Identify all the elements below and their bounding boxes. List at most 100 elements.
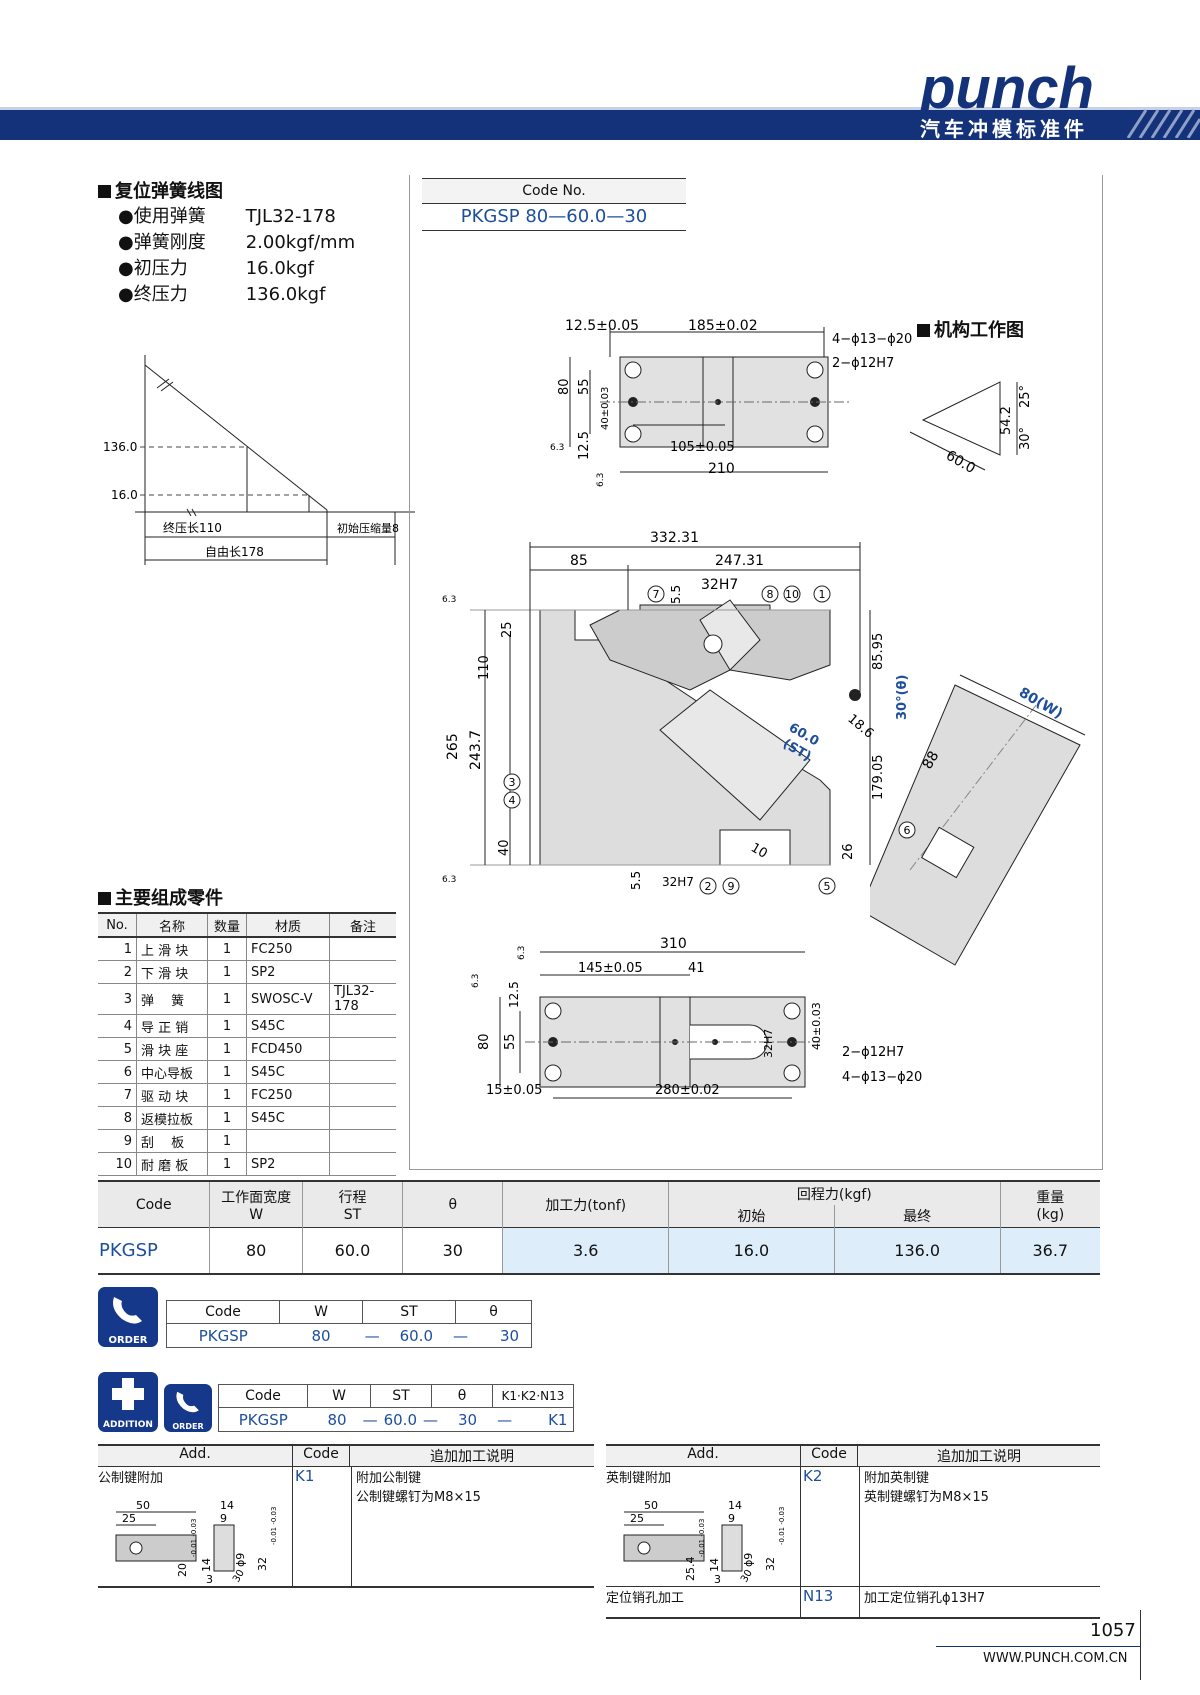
add-values: 80—60.0—30—K1 [327,1410,568,1429]
add-h-code: Code [218,1384,308,1408]
dim-243-7: 243.7 [468,730,484,770]
dim-10: 10 [748,840,770,861]
table-cell: S45C [246,1060,330,1084]
dim-15-bv: 15±0.05 [486,1083,542,1098]
table-cell: 3 [98,983,137,1015]
spring-section-title: 复位弹簧线图 [98,177,223,203]
dim-12-5-bv: 12.5 [507,981,521,1008]
add-right-h-add: Add. [606,1446,801,1466]
order-h-theta: θ [489,1304,498,1320]
k2-dim-14v: 14 [708,1558,721,1572]
dim-145: 145±0.05 [578,961,643,976]
dim-54-2: 54.2 [999,406,1014,435]
roughness-bottom: 6.3 [517,946,527,960]
addition-table: Code W ST θ K1·K2·N13 PKGSP 80—60.0—30—K… [218,1384,574,1432]
add-left-h-code: Code [293,1446,350,1466]
table-cell: 滑 块 座 [136,1037,208,1061]
mechanism-title: 机构工作图 [917,316,1024,342]
table-cell: 下 滑 块 [136,960,208,984]
col-material: 材质 [246,912,330,938]
k1-dim-50: 50 [136,1499,150,1512]
dim-25deg: 25° [1018,385,1033,408]
dim-247: 247.31 [715,553,764,569]
table-cell [329,1152,396,1176]
spec-force: 3.6 [502,1227,670,1274]
table-cell: 1 [207,1014,247,1038]
dim-55-bv: 55 [503,1033,518,1050]
table-cell: 驱 动 块 [136,1083,208,1107]
add-right-h-code: Code [801,1446,858,1466]
angle-diagram: 60.0 54.2 25° 30° [909,381,1033,477]
table-cell: 导 正 销 [136,1014,208,1038]
bottom-view-drawing: 310 145±0.05 41 6.3 12.5 80 55 32H7 40±0… [471,936,922,1099]
table-cell: 1 [207,960,247,984]
top-view-drawing: 12.5±0.05 185±0.02 4−ϕ13−ϕ20 2−ϕ12H7 80 … [550,318,912,487]
dim-32h7: 32H7 [701,577,738,593]
roughness-mark-2: 6.3 [596,473,606,487]
table-cell: S45C [246,1014,330,1038]
dim-80: 80 [557,378,572,395]
spec-h-return: 回程力(kgf) [668,1181,1001,1205]
add-extra-code: N13 [801,1587,860,1617]
balloon-5: 5 [824,880,831,893]
table-cell: 8 [98,1106,137,1130]
table-cell: 刮 板 [136,1129,208,1153]
balloon-1: 1 [819,588,826,601]
table-cell: 9 [98,1129,137,1153]
k1-dim-14: 14 [220,1499,234,1512]
y-label-136: 136.0 [103,440,137,454]
table-cell [246,1129,330,1153]
order-values: 80—60.0—30 [311,1326,520,1345]
k1-dim-14v: 14 [200,1558,213,1572]
roughness-front: 6.3 [442,595,456,605]
parts-section-title: 主要组成零件 [98,884,223,910]
table-cell: FCD450 [246,1037,330,1061]
table-cell: 1 [207,1152,247,1176]
dim-12-5: 12.5±0.05 [565,318,639,334]
dim-265: 265 [445,733,461,760]
initial-compression-label: 初始压缩量8 [337,521,399,535]
table-cell: 4 [98,1014,137,1038]
add-left-h-desc: 追加加工说明 [430,1449,514,1465]
dim-80-bv: 80 [477,1033,492,1050]
table-cell: 5 [98,1037,137,1061]
footer-url[interactable]: WWW.PUNCH.COM.CN [983,1651,1128,1666]
add-right-code: K2 [801,1467,860,1586]
dim-210: 210 [708,461,735,477]
dim-2-pins: 2−ϕ12H7 [832,356,894,371]
k1-tol-2: -0.01 -0.03 [270,1507,278,1545]
k1-tol-1: -0.01 -0.03 [190,1519,198,1557]
table-cell [329,1083,396,1107]
order-table: Code W ST θ PKGSP 80—60.0—30 [166,1300,532,1348]
dim-110: 110 [477,655,492,680]
k2-dim-25-4: 25.4 [684,1557,697,1582]
k2-dim-14: 14 [728,1499,742,1512]
dim-310: 310 [660,936,687,952]
table-cell: 弹 簧 [136,983,208,1015]
add-extra-desc: 加工定位销孔ϕ13H7 [864,1591,986,1606]
code-no-header: Code No. [422,178,686,204]
add-left-h-add: Add. [98,1446,293,1466]
table-cell: FC250 [246,937,330,961]
brand-text: punch [918,58,1094,121]
add-h-theta: θ [431,1384,493,1408]
table-cell [329,1129,396,1153]
table-cell: 1 [98,937,137,961]
dim-12-5-v: 12.5 [577,431,592,460]
table-cell: FC250 [246,1083,330,1107]
table-cell: 2 [98,960,137,984]
k1-dim-3: 3 [206,1573,213,1585]
k1-dim-25: 25 [122,1512,136,1525]
dim-85-95: 85.95 [871,633,886,670]
table-cell: S45C [246,1106,330,1130]
table-cell: 7 [98,1083,137,1107]
